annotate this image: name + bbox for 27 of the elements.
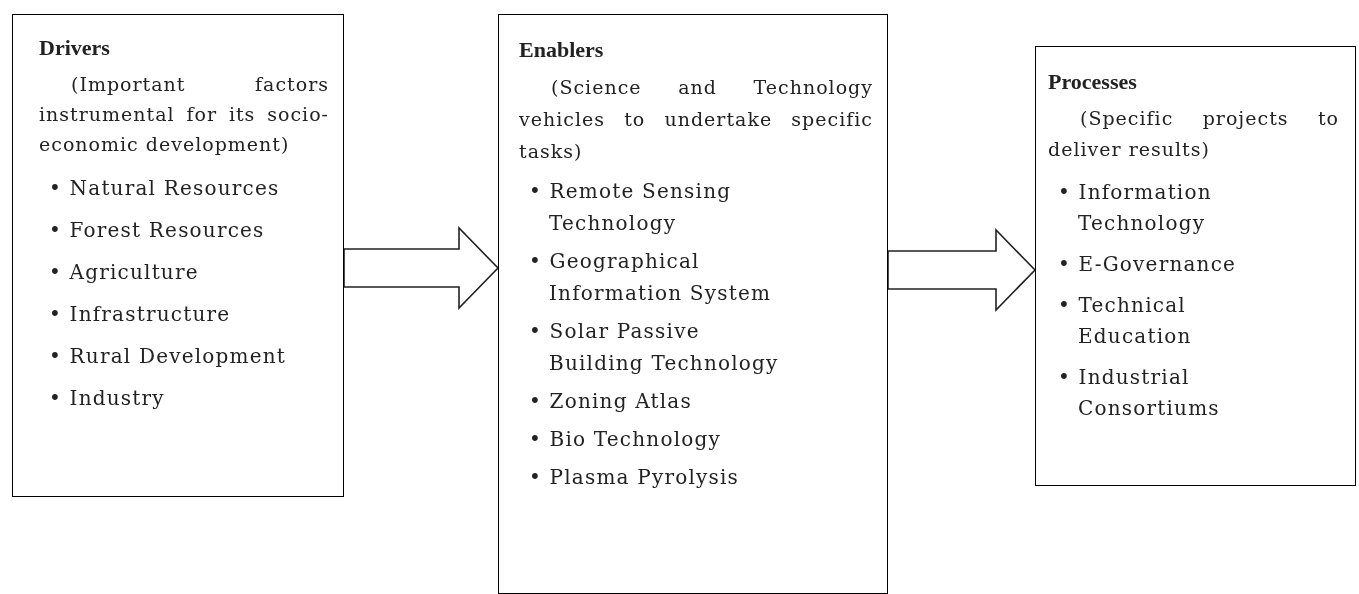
text-box bbox=[12, 14, 344, 497]
bullet-item: • Plasma Pyrolysis bbox=[529, 464, 741, 491]
bullet-item: • Forest Resources bbox=[49, 217, 266, 244]
heading: Drivers bbox=[39, 35, 111, 61]
bullet-item: • Zoning Atlas bbox=[529, 388, 693, 415]
bullet-item: • Agriculture bbox=[49, 259, 200, 286]
bullet-item: • Remote Sensing Technology bbox=[529, 178, 733, 237]
bullet-item: • Infrastructure bbox=[49, 301, 232, 328]
bullet-item: • Geographical Information System bbox=[529, 248, 773, 307]
bullet-item: • Industry bbox=[49, 385, 166, 412]
heading: Processes bbox=[1048, 69, 1138, 95]
description: (Specific projects to deliver results) bbox=[1048, 106, 1339, 162]
bullet-item: • Rural Development bbox=[49, 343, 288, 370]
bullet-item: • E-Governance bbox=[1058, 251, 1238, 278]
bullet-item: • Natural Resources bbox=[49, 175, 281, 202]
bullet-item: • Information Technology bbox=[1058, 179, 1213, 237]
heading: Enablers bbox=[519, 37, 605, 63]
text-box bbox=[498, 14, 888, 594]
bullet-item: • Bio Technology bbox=[529, 426, 722, 453]
bullet-item: • Solar Passive Building Technology bbox=[529, 318, 779, 377]
block-arrow bbox=[887, 228, 1037, 312]
block-arrow bbox=[343, 226, 500, 310]
text-box bbox=[1035, 46, 1356, 486]
description: (Important factors instrumental for its socio-economic development) bbox=[39, 72, 329, 157]
bullet-item: • Industrial Consortiums bbox=[1058, 364, 1221, 422]
bullet-item: • Technical Education bbox=[1058, 292, 1193, 350]
description: (Science and Technology vehicles to undertake specific tasks) bbox=[519, 75, 873, 164]
